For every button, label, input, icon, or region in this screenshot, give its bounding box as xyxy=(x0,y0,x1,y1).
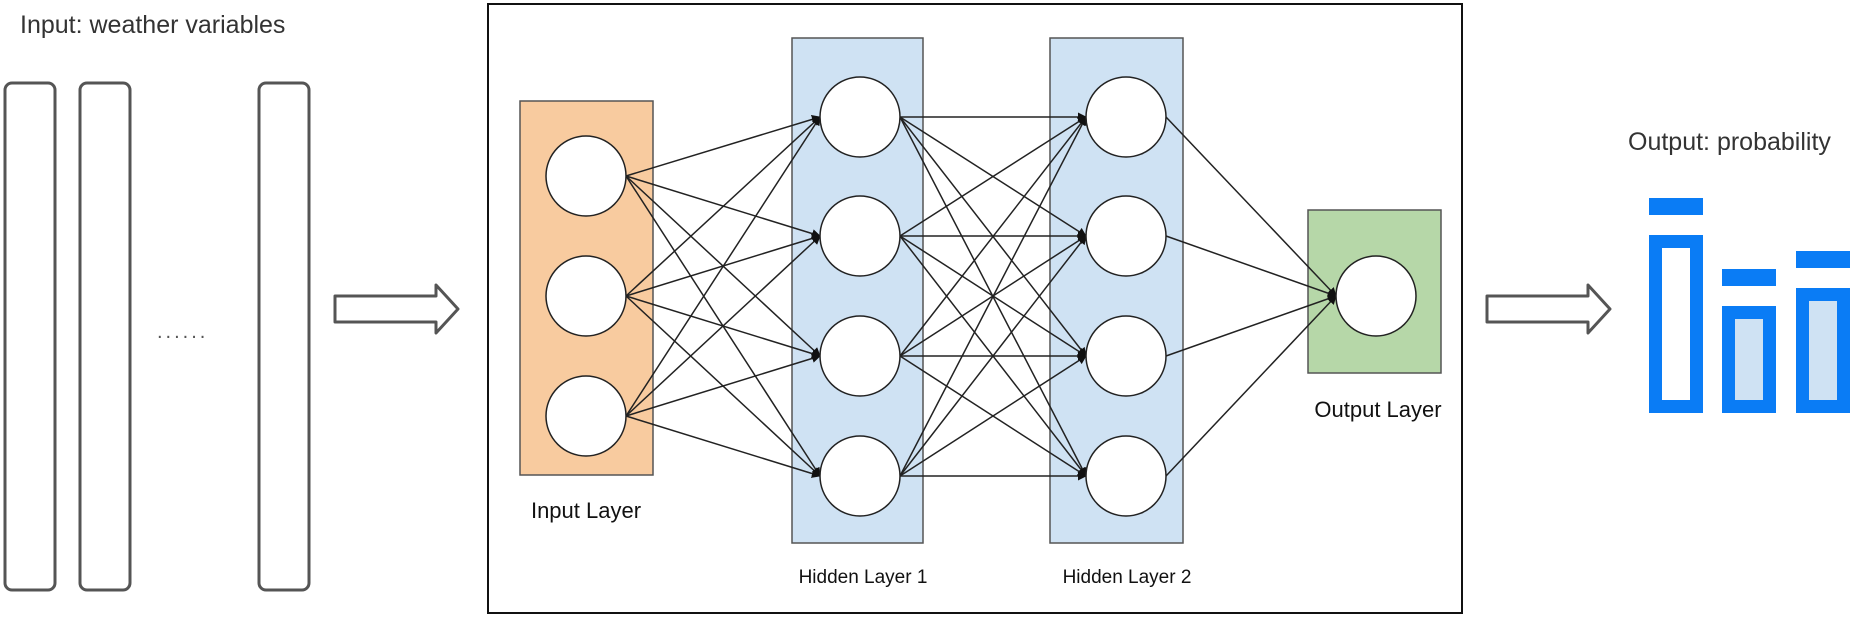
network-neurons xyxy=(545,76,1417,517)
hidden1-neuron xyxy=(819,315,901,397)
hidden2-neuron xyxy=(1085,435,1167,517)
connection-arrow xyxy=(625,415,821,478)
input-section: Input: weather variables ...... xyxy=(3,11,311,592)
hidden2-neuron xyxy=(1085,315,1167,397)
probability-bar xyxy=(1796,288,1850,413)
connection-arrow xyxy=(1165,294,1337,357)
connection-arrow xyxy=(625,115,821,177)
connection-arrow xyxy=(899,235,1087,477)
hidden1-neuron xyxy=(819,195,901,277)
connection-arrow xyxy=(1165,295,1337,477)
probability-bar-cap xyxy=(1649,198,1703,215)
input-layer-label: Input Layer xyxy=(531,498,641,523)
input-variable-column xyxy=(3,81,57,592)
hidden1-neuron xyxy=(819,76,901,158)
flow-arrow-right-icon xyxy=(333,283,460,335)
connection-arrow xyxy=(899,116,1087,357)
output-section-label: Output: probability xyxy=(1628,128,1831,156)
input-section-label: Input: weather variables xyxy=(20,11,285,39)
hidden-layer-1-label: Hidden Layer 1 xyxy=(799,567,928,588)
input-neuron xyxy=(545,135,627,217)
connection-arrow xyxy=(1165,235,1337,298)
network-connections xyxy=(625,112,1337,481)
output-neuron xyxy=(1335,255,1417,337)
probability-bar-cap xyxy=(1796,251,1850,268)
hidden2-neuron xyxy=(1085,76,1167,158)
hidden-layer-2-label: Hidden Layer 2 xyxy=(1063,567,1192,588)
input-neuron xyxy=(545,375,627,457)
hidden2-neuron xyxy=(1085,195,1167,277)
probability-bar xyxy=(1722,306,1776,413)
input-variable-column xyxy=(78,81,132,592)
probability-bar xyxy=(1649,235,1703,413)
connection-arrow xyxy=(1165,116,1337,297)
connection-arrow xyxy=(625,116,821,417)
input-variable-column xyxy=(257,81,311,592)
output-section: Output: probability xyxy=(1628,128,1850,413)
probability-bars xyxy=(1649,198,1850,413)
input-ellipsis: ...... xyxy=(157,321,208,343)
connection-arrow xyxy=(625,116,821,297)
connection-arrow xyxy=(625,354,821,417)
probability-bar-cap xyxy=(1722,269,1776,286)
connection-arrow xyxy=(899,116,1087,477)
connection-arrow xyxy=(899,355,1087,477)
input-neuron xyxy=(545,255,627,337)
connection-arrow xyxy=(899,116,1087,237)
flow-arrow-right-icon xyxy=(1485,283,1612,335)
connection-arrow xyxy=(625,235,821,417)
hidden1-neuron xyxy=(819,435,901,517)
output-layer-label: Output Layer xyxy=(1314,397,1441,422)
